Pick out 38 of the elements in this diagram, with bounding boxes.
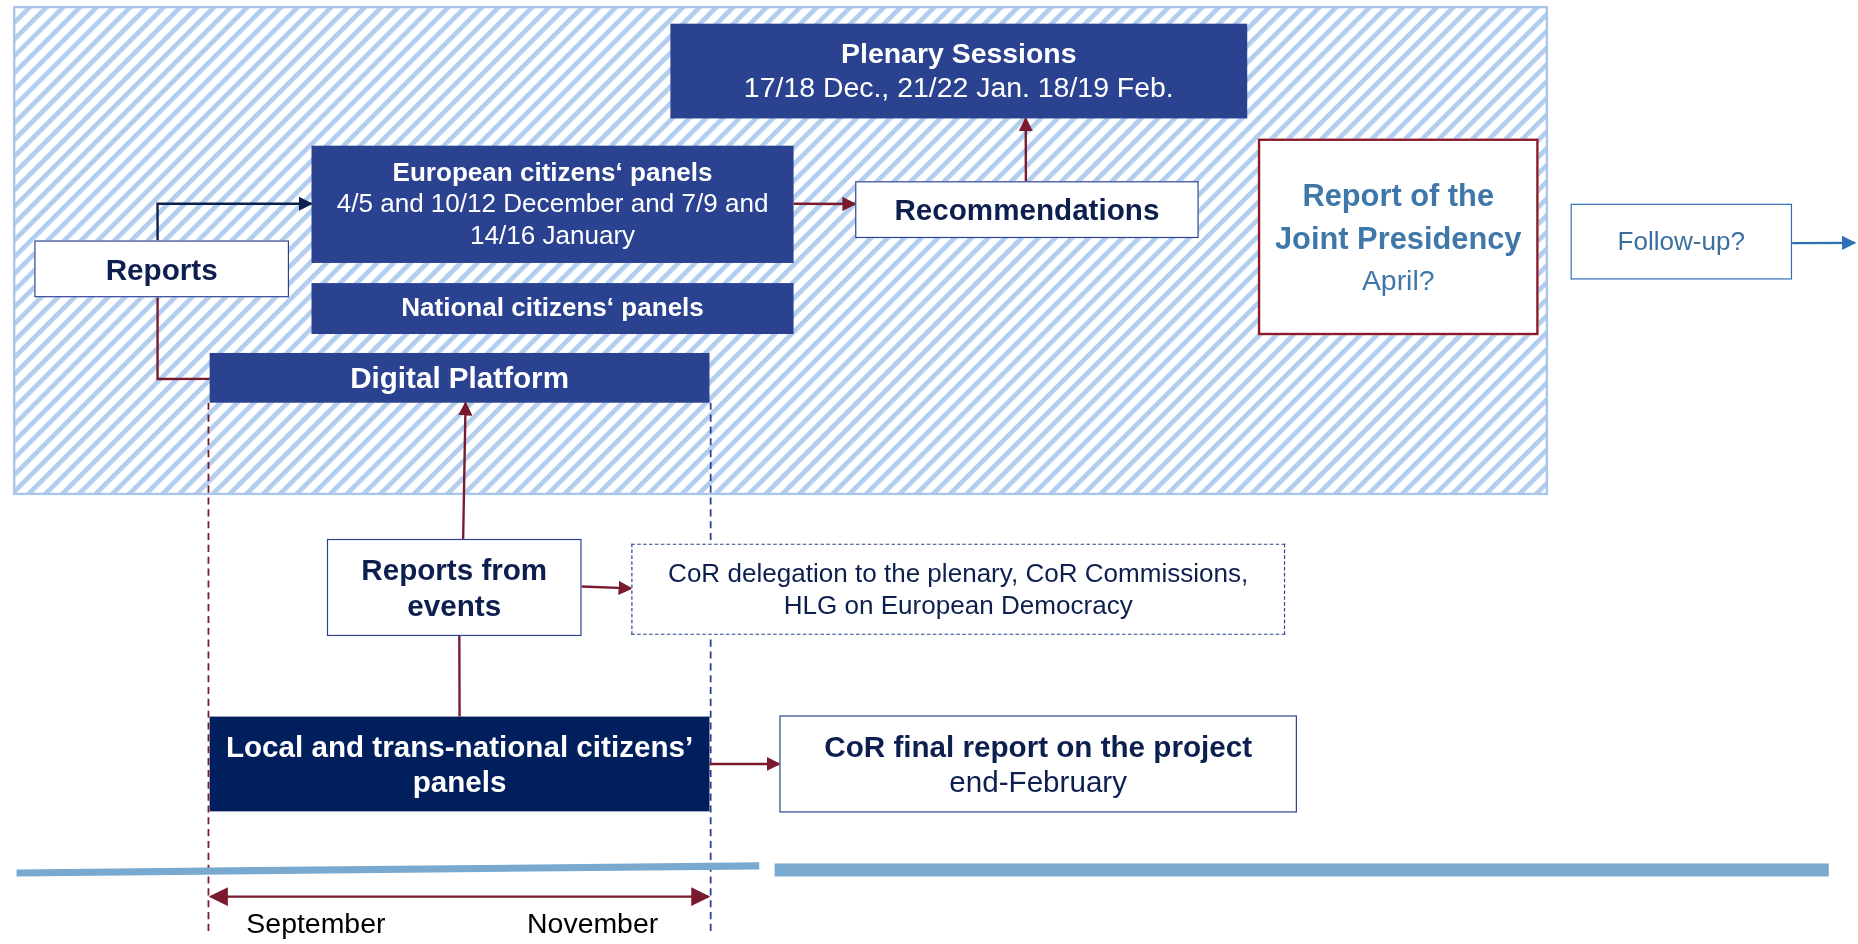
process-box [855, 181, 1199, 239]
arrow [709, 756, 781, 772]
process-box [209, 352, 710, 403]
node-text: April? [1361, 262, 1435, 298]
process-box [34, 240, 289, 298]
node-title: National citizens‘ panels [401, 292, 704, 325]
arrow [458, 401, 473, 539]
process-box [209, 716, 710, 812]
connector-line [156, 297, 210, 381]
node-text: 17/18 Dec., 21/22 Jan. 18/19 Feb. [743, 71, 1174, 106]
arrow [793, 196, 857, 211]
node-title: Report of the Joint Presidency [1274, 176, 1523, 259]
process-box [326, 538, 582, 637]
month-label: September [246, 907, 386, 941]
node-title: Digital Platform [350, 360, 569, 396]
arrow [156, 196, 313, 241]
process-box [779, 715, 1297, 813]
arrow [1792, 235, 1857, 250]
node-title: European citizens‘ panels [392, 157, 713, 189]
process-box [1257, 138, 1539, 336]
connector-line [458, 636, 461, 717]
node-title: Follow-up? [1617, 226, 1746, 258]
process-box [670, 23, 1248, 119]
node-title: CoR final report on the project end-February [823, 728, 1254, 800]
process-box [1570, 203, 1793, 280]
node-title: CoR delegation to the plenary, CoR Commissions, HLG on European Democracy [667, 558, 1250, 621]
dashed-box [631, 543, 1286, 635]
month-label: November [527, 907, 659, 941]
node-title: Local and trans-national citizens’ panels [224, 728, 695, 800]
node-title: Reports [105, 251, 218, 287]
node-title: Plenary Sessions [841, 36, 1077, 71]
arrow [581, 580, 633, 595]
process-box [311, 283, 794, 334]
node-title: Reports from events [360, 552, 549, 623]
node-title: Recommendations [894, 192, 1160, 228]
process-box [311, 145, 794, 263]
arrow [1018, 117, 1033, 182]
node-text: 4/5 and 10/12 December and 7/9 and 14/16 January [335, 188, 770, 252]
